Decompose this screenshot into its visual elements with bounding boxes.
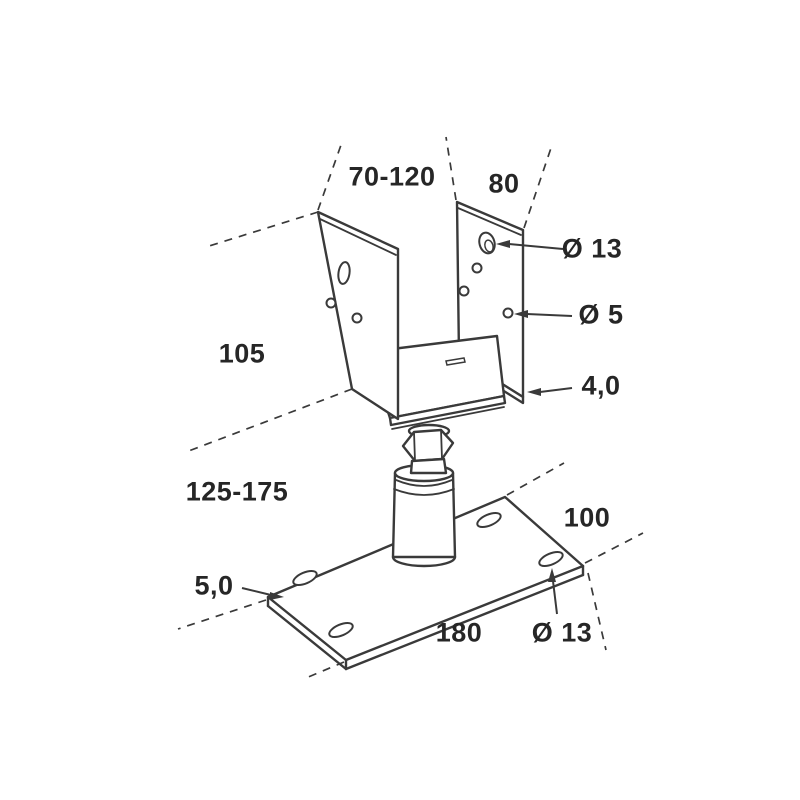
left-plate-slot-hole	[337, 261, 351, 285]
seat-slot	[445, 357, 466, 366]
left-plate-small-hole-1	[325, 297, 337, 309]
cylinder-bottom-arc	[391, 555, 457, 568]
leader-small-hole-arrowhead	[514, 310, 528, 318]
dim-opening-width-label: 70-120	[348, 161, 436, 192]
dim-base-thickness-label: 5,0	[194, 570, 234, 601]
base-hole-right	[538, 550, 564, 568]
dim-base-depth-label: 100	[563, 502, 611, 533]
hex-nut-facet-right	[440, 429, 443, 460]
extension-line-range-bottom	[177, 599, 267, 630]
extension-line-base-width-right	[587, 572, 607, 651]
leader-base-hole-arrowhead	[548, 568, 556, 582]
dim-top-hole-diameter-label: Ø 13	[561, 233, 623, 264]
seat-lower-edge-line	[391, 406, 505, 430]
left-plate-small-hole-2	[351, 312, 363, 324]
base-hole-left	[292, 569, 318, 587]
extension-line-height-bottom	[185, 388, 353, 453]
leader-base-thickness	[241, 587, 272, 596]
extension-line-height-top	[205, 211, 319, 248]
dim-bracket-thickness-label: 4,0	[581, 370, 621, 401]
dim-height-range-label: 125-175	[185, 476, 289, 507]
right-plate-small-hole-2	[458, 285, 470, 297]
extension-line-depth-right	[523, 147, 552, 229]
left-plate-top-thickness	[319, 218, 397, 256]
seat-plate	[366, 334, 507, 430]
dim-base-width-label: 180	[435, 617, 483, 648]
right-plate-large-hole	[478, 231, 496, 255]
leader-base-thickness-arrowhead	[270, 592, 284, 600]
right-plate-top-thickness	[457, 207, 522, 236]
leader-bracket-thickness-arrowhead	[527, 388, 541, 396]
base-plate-bottom-front-edge	[344, 573, 585, 671]
right-plate-small-hole-1	[471, 262, 483, 274]
support-cylinder	[391, 463, 457, 568]
dim-small-hole-diameter-label: Ø 5	[578, 299, 624, 330]
base-hole-back	[476, 511, 502, 529]
hex-nut	[401, 428, 455, 475]
dim-base-hole-diameter-label: Ø 13	[531, 617, 593, 648]
cylinder-collar-line-1	[395, 479, 453, 487]
extension-line-base-depth-bottom	[584, 532, 644, 564]
nut-neck	[409, 457, 448, 475]
dim-side-plate-depth-label: 80	[488, 168, 520, 199]
dim-side-plate-height-label: 105	[218, 338, 266, 369]
hex-nut-facet-left	[413, 431, 416, 462]
extension-line-opening-left	[317, 144, 342, 211]
hex-nut-body	[401, 428, 455, 463]
extension-lines	[177, 136, 644, 679]
leader-small-hole	[526, 313, 573, 317]
leader-bracket-thickness	[539, 387, 573, 393]
leader-top-hole	[508, 243, 564, 250]
left-plate	[316, 210, 400, 421]
extension-line-base-width-left	[305, 661, 345, 679]
base-plate-bottom-left-edge	[266, 604, 348, 671]
right-plate-small-hole-3	[502, 307, 514, 319]
cylinder-collar-line-2	[393, 488, 455, 496]
seat-front-thickness	[388, 394, 507, 427]
extension-line-base-depth-top	[506, 462, 565, 496]
leader-base-hole	[552, 580, 558, 615]
leader-top-hole-arrowhead	[496, 240, 510, 248]
extension-line-opening-right	[445, 136, 457, 201]
base-hole-front	[328, 621, 354, 639]
right-plate-large-hole-detail	[484, 239, 494, 253]
leader-lines	[241, 240, 573, 615]
